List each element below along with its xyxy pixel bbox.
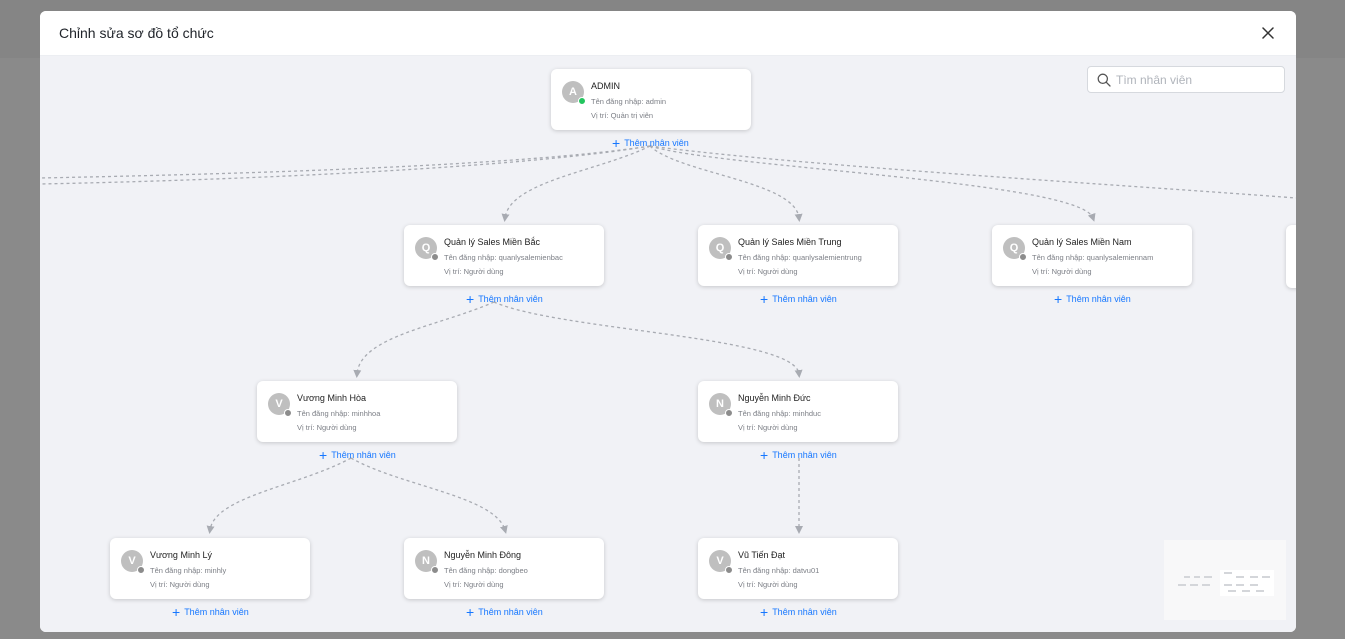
employee-position: Vị trí: Quản trị viên xyxy=(591,111,654,120)
add-employee-button[interactable]: +Thêm nhân viên xyxy=(1054,291,1131,307)
add-employee-label: Thêm nhân viên xyxy=(478,607,543,617)
status-dot xyxy=(578,97,586,105)
employee-name: Quản lý Sales Miền Bắc xyxy=(444,237,541,247)
offscreen-node-card[interactable] xyxy=(1286,225,1296,288)
employee-username: Tên đăng nhập: dongbeo xyxy=(444,566,528,575)
employee-name: Vũ Tiến Đạt xyxy=(738,550,786,560)
employee-username: Tên đăng nhập: minhly xyxy=(150,566,227,575)
modal-header: Chỉnh sửa sơ đồ tổ chức xyxy=(40,11,1296,56)
add-employee-button[interactable]: +Thêm nhân viên xyxy=(172,604,249,620)
plus-icon: + xyxy=(760,447,769,463)
add-employee-button[interactable]: +Thêm nhân viên xyxy=(466,604,543,620)
employee-position: Vị trí: Người dùng xyxy=(738,423,798,432)
employee-username: Tên đăng nhập: quanlysalemientrung xyxy=(738,253,862,262)
edge-admin-trung xyxy=(649,145,803,222)
edge-bac-duc xyxy=(493,301,803,378)
add-employee-button[interactable]: +Thêm nhân viên xyxy=(466,291,543,307)
edge-admin-bac xyxy=(501,145,651,222)
edge-admin-nam xyxy=(649,145,1096,222)
status-dot xyxy=(431,566,439,574)
status-dot xyxy=(1019,253,1027,261)
employee-username: Tên đăng nhập: quanlysalemienbac xyxy=(444,253,563,262)
add-employee-label: Thêm nhân viên xyxy=(772,450,837,460)
plus-icon: + xyxy=(466,291,475,307)
employee-position: Vị trí: Người dùng xyxy=(738,580,798,589)
add-employee-button[interactable]: +Thêm nhân viên xyxy=(760,447,837,463)
employee-username: Tên đăng nhập: minhduc xyxy=(738,409,821,418)
add-employee-label: Thêm nhân viên xyxy=(478,294,543,304)
add-employee-button[interactable]: +Thêm nhân viên xyxy=(760,291,837,307)
edge-admin-offscreen-left-1 xyxy=(40,145,651,179)
minimap[interactable] xyxy=(1164,540,1286,620)
status-dot xyxy=(137,566,145,574)
employee-name: Quản lý Sales Miền Trung xyxy=(738,237,842,247)
add-employee-label: Thêm nhân viên xyxy=(772,607,837,617)
plus-icon: + xyxy=(172,604,181,620)
edge-bac-hoa xyxy=(353,301,495,378)
search-icon xyxy=(1097,73,1111,87)
employee-username: Tên đăng nhập: datvu01 xyxy=(738,566,820,575)
add-employee-label: Thêm nhân viên xyxy=(184,607,249,617)
employee-name: Vương Minh Lý xyxy=(150,550,212,560)
plus-icon: + xyxy=(319,447,328,463)
employee-position: Vị trí: Người dùng xyxy=(297,423,357,432)
connector-lines xyxy=(40,145,1296,534)
plus-icon: + xyxy=(760,604,769,620)
employee-position: Vị trí: Người dùng xyxy=(738,267,798,276)
employee-position: Vị trí: Người dùng xyxy=(444,267,504,276)
employee-name: Nguyễn Minh Đức xyxy=(738,393,811,403)
status-dot xyxy=(725,253,733,261)
plus-icon: + xyxy=(612,135,621,151)
employee-position: Vị trí: Người dùng xyxy=(444,580,504,589)
status-dot xyxy=(725,566,733,574)
employee-username: Tên đăng nhập: quanlysalemiennam xyxy=(1032,253,1154,262)
add-employee-label: Thêm nhân viên xyxy=(772,294,837,304)
search-input[interactable] xyxy=(1116,70,1276,89)
status-dot xyxy=(725,409,733,417)
minimap-preview xyxy=(1178,570,1274,596)
modal-title: Chỉnh sửa sơ đồ tổ chức xyxy=(59,25,214,41)
add-employee-button[interactable]: +Thêm nhân viên xyxy=(760,604,837,620)
org-chart-modal: Chỉnh sửa sơ đồ tổ chức xyxy=(40,11,1296,632)
employee-name: Quản lý Sales Miền Nam xyxy=(1032,237,1132,247)
employee-username: Tên đăng nhập: admin xyxy=(591,97,667,106)
edge-admin-offscreen-right xyxy=(649,145,1296,199)
plus-icon: + xyxy=(1054,291,1063,307)
add-employee-label: Thêm nhân viên xyxy=(624,138,689,148)
add-employee-button[interactable]: +Thêm nhân viên xyxy=(319,447,396,463)
plus-icon: + xyxy=(466,604,475,620)
edge-hoa-dong xyxy=(350,457,508,534)
add-employee-button[interactable]: +Thêm nhân viên xyxy=(612,135,689,151)
add-employee-label: Thêm nhân viên xyxy=(1066,294,1131,304)
employee-name: ADMIN xyxy=(591,81,620,91)
add-employee-label: Thêm nhân viên xyxy=(331,450,396,460)
employee-position: Vị trí: Người dùng xyxy=(150,580,210,589)
search-box[interactable] xyxy=(1087,66,1285,93)
status-dot xyxy=(431,253,439,261)
edge-admin-offscreen-left-2 xyxy=(40,145,651,185)
close-button[interactable] xyxy=(1258,23,1278,43)
plus-icon: + xyxy=(760,291,769,307)
employee-name: Vương Minh Hòa xyxy=(297,393,366,403)
employee-username: Tên đăng nhập: minhhoa xyxy=(297,409,381,418)
employee-position: Vị trí: Người dùng xyxy=(1032,267,1092,276)
close-icon xyxy=(1262,27,1274,39)
status-dot xyxy=(284,409,292,417)
employee-name: Nguyễn Minh Đông xyxy=(444,550,522,560)
edge-hoa-ly xyxy=(206,457,352,534)
